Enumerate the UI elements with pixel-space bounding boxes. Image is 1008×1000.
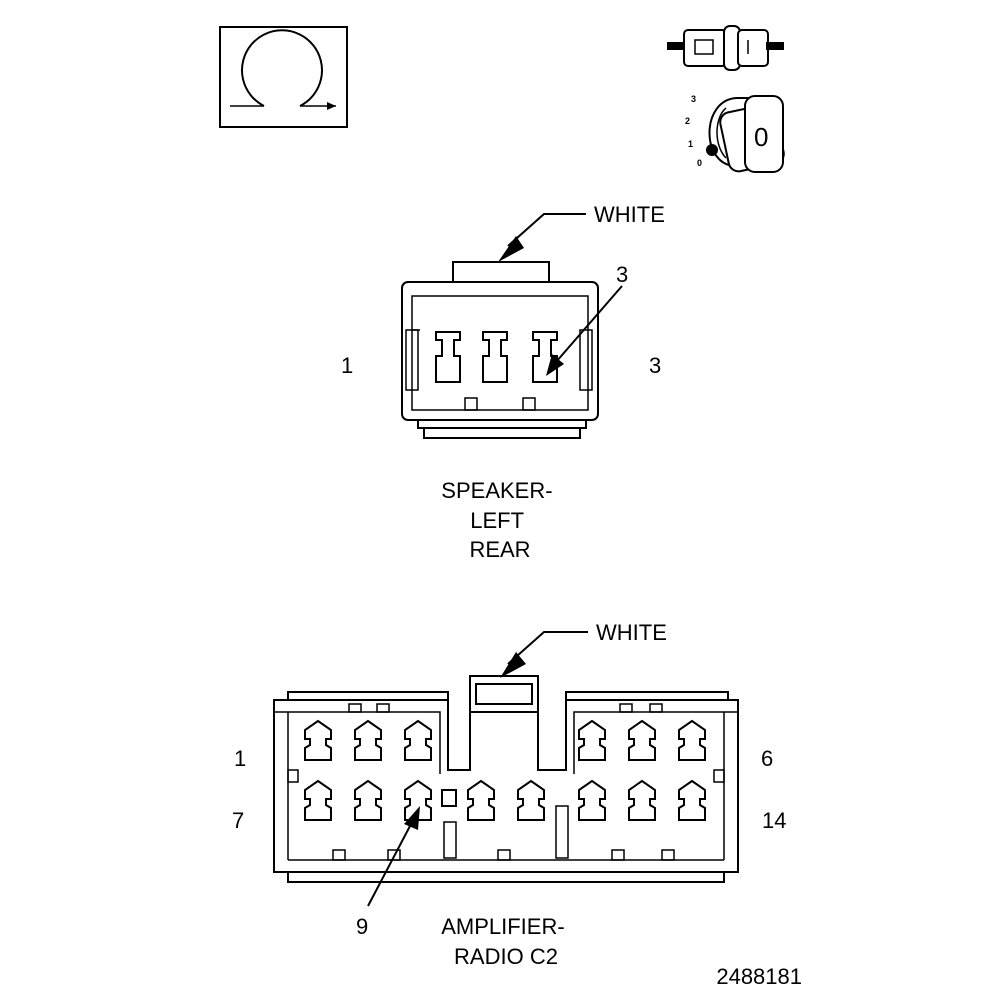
- speaker-cavity-2: [482, 331, 508, 383]
- speaker-cavity-1: [435, 331, 461, 383]
- amplifier-color-callout: WHITE: [500, 620, 667, 678]
- amplifier-connector-name: AMPLIFIER- RADIO C2: [441, 914, 571, 969]
- connector-terminal-icon: [667, 25, 784, 71]
- ignition-position-3: 3: [691, 94, 696, 104]
- amplifier-connector: [273, 675, 739, 883]
- speaker-color-label: WHITE: [594, 202, 665, 227]
- speaker-name-line-1: SPEAKER-: [441, 478, 552, 503]
- ignition-position-0: 0: [697, 158, 702, 168]
- amplifier-name-line-1: AMPLIFIER-: [441, 914, 564, 939]
- ignition-key-label: 0: [754, 122, 768, 152]
- ignition-position-1: 1: [688, 139, 693, 149]
- speaker-callout-pin-label: 3: [616, 262, 628, 287]
- speaker-pin-callout: 3: [546, 262, 628, 376]
- ignition-switch-icon: 0 3 2 1 0: [685, 94, 785, 173]
- figure-id: 2488181: [716, 964, 802, 989]
- amplifier-color-label: WHITE: [596, 620, 667, 645]
- speaker-left-pin-label: 1: [341, 353, 353, 378]
- speaker-connector-name: SPEAKER- LEFT REAR: [441, 478, 558, 562]
- amplifier-name-line-2: RADIO C2: [454, 944, 558, 969]
- speaker-connector: [401, 261, 599, 439]
- amplifier-callout-pin-label: 9: [356, 914, 368, 939]
- amplifier-pin-6-label: 6: [761, 746, 773, 771]
- amplifier-pin-14-label: 14: [762, 808, 786, 833]
- amplifier-pin-callout: 9: [356, 806, 420, 939]
- ignition-position-2: 2: [685, 116, 690, 126]
- speaker-name-line-2: LEFT: [470, 508, 523, 533]
- speaker-color-callout: WHITE: [498, 202, 665, 262]
- view-rotation-icon: [219, 26, 348, 128]
- speaker-name-line-3: REAR: [469, 537, 530, 562]
- amplifier-pin-7-label: 7: [232, 808, 244, 833]
- speaker-right-pin-label: 3: [649, 353, 661, 378]
- amplifier-pin-1-label: 1: [234, 746, 246, 771]
